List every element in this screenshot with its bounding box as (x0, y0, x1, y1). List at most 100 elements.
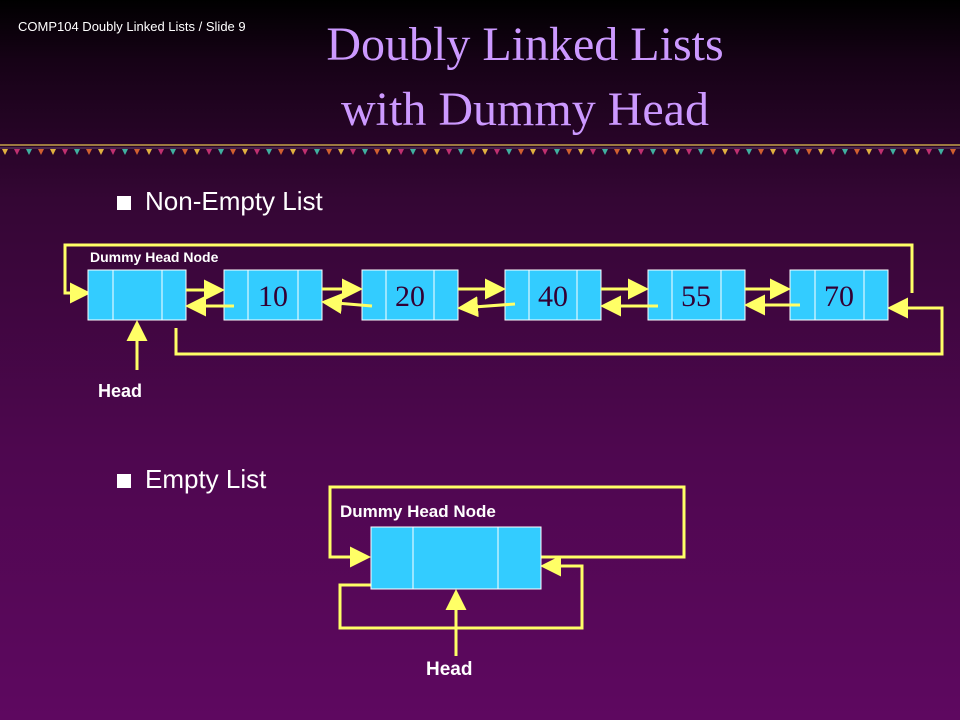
prev-arrow (457, 296, 516, 318)
divider-triangle (914, 149, 920, 155)
divider-triangle (518, 149, 524, 155)
divider-triangle (494, 149, 500, 155)
divider-triangle (50, 149, 56, 155)
divider-triangle (422, 149, 428, 155)
non-empty-list-diagram: Dummy Head Node 10 20 40 (63, 243, 944, 401)
divider-triangle (890, 149, 896, 155)
slide-label: COMP104 Doubly Linked Lists / Slide 9 (18, 19, 246, 34)
divider-triangle (194, 149, 200, 155)
empty-list-diagram: Dummy Head Node Head (328, 485, 686, 680)
divider-triangle (218, 149, 224, 155)
divider-triangle (386, 149, 392, 155)
empty-prev-self-arrow (338, 555, 584, 630)
divider-triangle (74, 149, 80, 155)
node-value: 55 (681, 280, 711, 313)
divider-triangle (2, 149, 8, 155)
bullet-non-empty-list: Non-Empty List (145, 186, 323, 216)
bullet-empty-list: Empty List (145, 464, 267, 494)
divider-triangle (290, 149, 296, 155)
divider-triangle (182, 149, 188, 155)
divider-triangle (842, 149, 848, 155)
divider-triangle (170, 149, 176, 155)
divider-triangle (26, 149, 32, 155)
head-label: Head (98, 381, 142, 401)
divider-triangle (782, 149, 788, 155)
divider-triangle (98, 149, 104, 155)
slide-title-line-2: with Dummy Head (341, 83, 709, 136)
divider-triangle (938, 149, 944, 155)
divider-triangle (410, 149, 416, 155)
divider-triangle (638, 149, 644, 155)
divider-triangle (14, 149, 20, 155)
bullet-marker-non-empty (117, 196, 131, 210)
divider-triangle (926, 149, 932, 155)
title-divider (0, 144, 960, 155)
divider-triangle (266, 149, 272, 155)
last-to-dummy-arrow (63, 243, 914, 304)
divider-triangle (302, 149, 308, 155)
divider-triangle (434, 149, 440, 155)
divider-triangle (554, 149, 560, 155)
divider-triangle (674, 149, 680, 155)
divider-triangle (146, 149, 152, 155)
divider-triangle (746, 149, 752, 155)
divider-triangle (362, 149, 368, 155)
dummy-head-node (87, 269, 187, 321)
divider-triangle (686, 149, 692, 155)
divider-triangle (530, 149, 536, 155)
divider-triangle (854, 149, 860, 155)
divider-triangle (326, 149, 332, 155)
divider-triangle (602, 149, 608, 155)
divider-triangle (590, 149, 596, 155)
divider-triangle (626, 149, 632, 155)
divider-triangle (446, 149, 452, 155)
node-value: 10 (258, 280, 288, 313)
divider-triangle (470, 149, 476, 155)
divider-triangle (614, 149, 620, 155)
divider-triangle (722, 149, 728, 155)
divider-triangle (206, 149, 212, 155)
divider-triangle (902, 149, 908, 155)
divider-triangle (806, 149, 812, 155)
divider-triangle (506, 149, 512, 155)
divider-triangle (830, 149, 836, 155)
divider-triangle (950, 149, 956, 155)
divider-triangle (794, 149, 800, 155)
divider-triangle (866, 149, 872, 155)
divider-triangle (254, 149, 260, 155)
list-node: 55 (647, 269, 746, 321)
divider-triangle (734, 149, 740, 155)
divider-triangle (458, 149, 464, 155)
slide-title-line-1: Doubly Linked Lists (326, 18, 724, 71)
list-node: 40 (504, 269, 602, 321)
dummy-head-node-label: Dummy Head Node (90, 249, 219, 265)
list-node: 70 (789, 269, 889, 321)
divider-triangle (566, 149, 572, 155)
divider-triangle (758, 149, 764, 155)
divider-triangle (350, 149, 356, 155)
divider-triangle (398, 149, 404, 155)
divider-triangle (698, 149, 704, 155)
node-value: 40 (538, 280, 568, 313)
divider-triangle (374, 149, 380, 155)
list-node: 10 (223, 269, 323, 321)
divider-triangle (158, 149, 164, 155)
divider-triangle (338, 149, 344, 155)
divider-triangle (650, 149, 656, 155)
divider-triangle (242, 149, 248, 155)
divider-triangle (110, 149, 116, 155)
divider-triangle (230, 149, 236, 155)
divider-triangle (38, 149, 44, 155)
divider-triangle (278, 149, 284, 155)
prev-arrow (321, 293, 373, 314)
divider-triangle (818, 149, 824, 155)
divider-triangle (482, 149, 488, 155)
bullet-marker-empty (117, 474, 131, 488)
dummy-prev-to-last-arrow (174, 297, 944, 356)
divider-triangle (314, 149, 320, 155)
divider-triangle (122, 149, 128, 155)
divider-triangle (542, 149, 548, 155)
divider-triangle (710, 149, 716, 155)
divider-triangle (770, 149, 776, 155)
empty-head-label: Head (426, 659, 472, 680)
